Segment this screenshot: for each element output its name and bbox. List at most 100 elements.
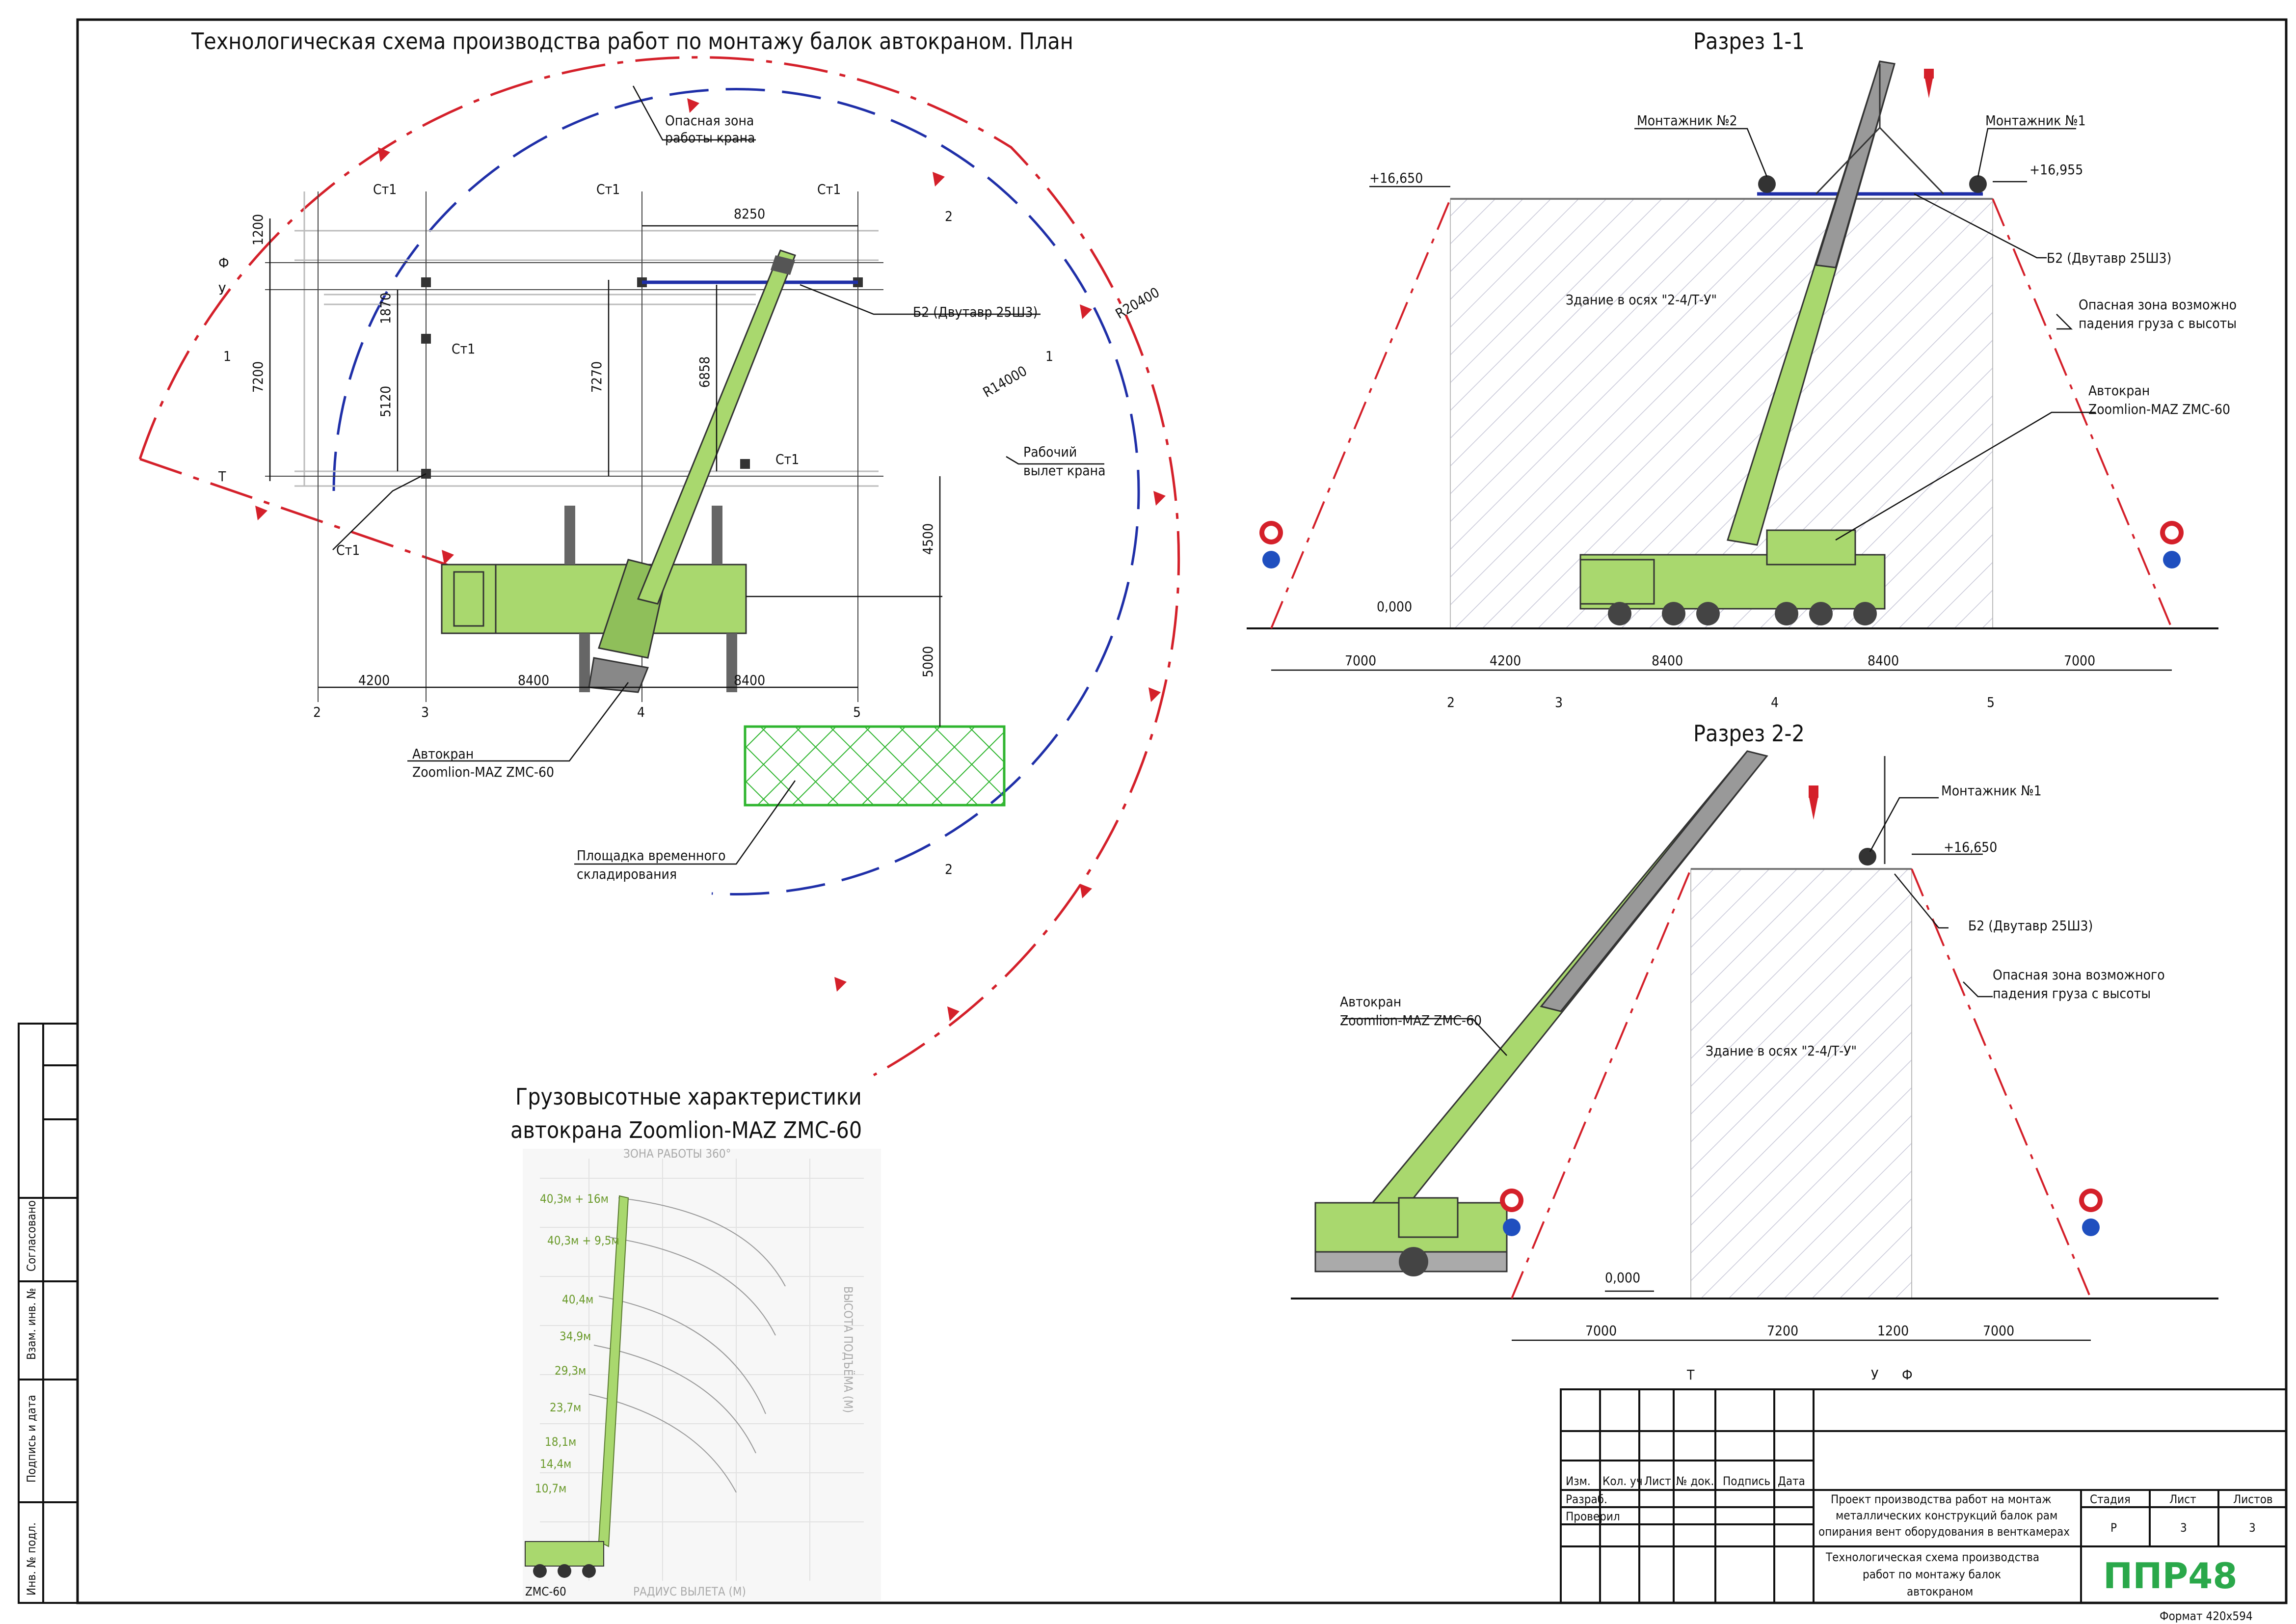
plan-column-label-3: Ст1 (596, 181, 620, 197)
plan-danger-label-2: работы крана (665, 130, 755, 146)
plan-axis-5: 5 (853, 704, 861, 720)
section1-beam-label: Б2 (Двутавр 25Ш3) (2047, 250, 2171, 266)
plan-dim-v1200: 1200 (250, 214, 266, 245)
section1-worker1: Монтажник №1 (1985, 112, 2086, 129)
section1-elev-left: +16,650 (1369, 170, 1423, 186)
load-chart-title-2: автокрана Zoomlion-MAZ ZMC-60 (510, 1117, 862, 1143)
plan-axis-4: 4 (637, 704, 645, 720)
section2-danger-lines (1511, 868, 2092, 1299)
tb-h-date: Дата (1778, 1474, 1805, 1488)
section2-building (1690, 868, 1912, 1299)
section1-crane-2: Zoomlion-MAZ ZMC-60 (2088, 401, 2230, 417)
tb-logo: ППР48 (2103, 1555, 2237, 1597)
section1-worker2: Монтажник №2 (1637, 112, 1737, 129)
tb-h-list: Лист (1644, 1474, 1671, 1488)
plan-dim-2: 8400 (518, 672, 549, 688)
section1-building-label: Здание в осях "2-4/Т-У" (1566, 292, 1717, 308)
section2-crane-1: Автокран (1340, 994, 1401, 1010)
plan-reach-label-2: вылет крана (1023, 462, 1106, 479)
plan-beam-label: Б2 (Двутавр 25Ш3) (913, 304, 1038, 320)
building-outline (294, 191, 879, 487)
plan-dim-v5000: 5000 (920, 646, 936, 677)
stamp-signature: Подпись и дата (25, 1395, 38, 1483)
plan-dim-v7200: 7200 (250, 361, 266, 393)
section2-elev-ground: 0,000 (1605, 1270, 1640, 1286)
boom-label-5: 23,7м (550, 1401, 581, 1414)
plan-dim-v5120: 5120 (377, 386, 394, 417)
section1-arrow-shaft (1924, 69, 1934, 79)
plan-axis-f: Ф (218, 255, 229, 271)
plan-storage-label-1: Площадка временного (577, 847, 726, 864)
tb-role-dev: Разраб. (1566, 1492, 1607, 1506)
boom-label-2: 40,4м (562, 1293, 593, 1306)
section2-elev-top: +16,650 (1944, 839, 1997, 855)
boom-label-6: 18,1м (545, 1435, 576, 1449)
plan-column-label-5: Ст1 (775, 451, 799, 467)
no-entry-icon-2 (1500, 1189, 2103, 1236)
plan-column-label-4: Ст1 (817, 181, 841, 197)
tb-project-3: опирания вент оборудования в венткамерах (1818, 1525, 2070, 1539)
plan-axis-3: 3 (421, 704, 429, 720)
no-entry-icon (1259, 521, 2184, 568)
plan-reach-label-1: Рабочий (1023, 444, 1077, 460)
tb-sheets-h: Листов (2233, 1492, 2273, 1506)
section2-crane-2: Zoomlion-MAZ ZMC-60 (1340, 1012, 1482, 1029)
plan-title: Технологическая схема производства работ… (191, 28, 1073, 54)
section2-axis-t: Т (1686, 1367, 1695, 1383)
section2-dim-0: 7000 (1585, 1323, 1617, 1339)
section1-dim-0: 7000 (1345, 652, 1376, 669)
load-chart-model: ZMC-60 (525, 1585, 566, 1598)
stamp-inv-orig: Инв. № подл. (25, 1522, 38, 1596)
tb-project-2: металлических конструкций балок рам (1836, 1509, 2057, 1522)
tb-h-izm: Изм. (1566, 1474, 1591, 1488)
plan-axis-u: У (218, 282, 226, 298)
plan-dim-1: 4200 (358, 672, 390, 688)
section2-axis-u: У (1871, 1367, 1878, 1383)
section1-danger-1: Опасная зона возможно (2079, 297, 2237, 313)
tb-sheets: 3 (2249, 1521, 2256, 1535)
section2-worker1: Монтажник №1 (1941, 783, 2042, 799)
worker2-figure (1758, 175, 1776, 193)
plan-axes (265, 191, 883, 702)
sheet-frame (76, 18, 2288, 1604)
title-block (1560, 1388, 2287, 1604)
worker1-figure (1969, 175, 1987, 193)
section2-dim-1: 7200 (1767, 1323, 1798, 1339)
boom-label-1: 40,3м + 9,5м (547, 1234, 619, 1247)
section2-axis-f: Ф (1902, 1367, 1913, 1383)
plan-danger-label-1: Опасная зона (665, 112, 754, 129)
load-chart-boom-labels: 40,3м + 16м 40,3м + 9,5м 40,4м 34,9м 29,… (535, 1192, 619, 1495)
load-chart-yaxis: ВЫСОТА ПОДЪЁМА (М) (841, 1286, 855, 1413)
section2-worker-figure (1859, 848, 1876, 866)
section1-crane-1: Автокран (2088, 382, 2150, 399)
plan-dim-v7270: 7270 (588, 361, 605, 393)
tb-sheet-title-2: работ по монтажу балок (1863, 1568, 2001, 1581)
tb-h-ndoc: № док. (1676, 1474, 1714, 1488)
stamp-inv-replace: Взам. инв. № (25, 1288, 38, 1360)
section1-leaders (1369, 128, 2096, 541)
section-mark-1a: 1 (223, 348, 231, 364)
plan-leaders (332, 85, 1104, 865)
plan-dim-lines (269, 218, 942, 727)
load-chart-xaxis: РАДИУС ВЫЛЕТА (М) (633, 1585, 746, 1598)
plan-dim-top: 8250 (734, 206, 765, 222)
section1-danger-2: падения груза с высоты (2079, 315, 2237, 331)
plan-column-label-2: Ст1 (452, 341, 475, 357)
storage-area (744, 725, 1006, 807)
section2-building-label: Здание в осях "2-4/Т-У" (1706, 1043, 1857, 1059)
section2-beam-label: Б2 (Двутавр 25Ш3) (1968, 918, 2093, 934)
plan-dim-v6858: 6858 (696, 356, 713, 388)
section1-dim-1: 4200 (1490, 652, 1521, 669)
section2-dim-2: 1200 (1877, 1323, 1909, 1339)
side-stamp (18, 1023, 79, 1604)
section2-danger-2: падения груза с высоты (1993, 985, 2151, 1001)
stamp-agreed: Согласовано (25, 1200, 38, 1272)
tb-stage: Р (2110, 1521, 2117, 1535)
plan-dim-v1870: 1870 (377, 293, 394, 324)
section1-sling (1815, 64, 1945, 195)
tb-role-check: Проверил (1566, 1510, 1620, 1523)
boom-label-0: 40,3м + 16м (540, 1192, 609, 1206)
plan-r14000: R14000 (980, 363, 1030, 401)
plan-dim-v4500: 4500 (920, 523, 936, 555)
